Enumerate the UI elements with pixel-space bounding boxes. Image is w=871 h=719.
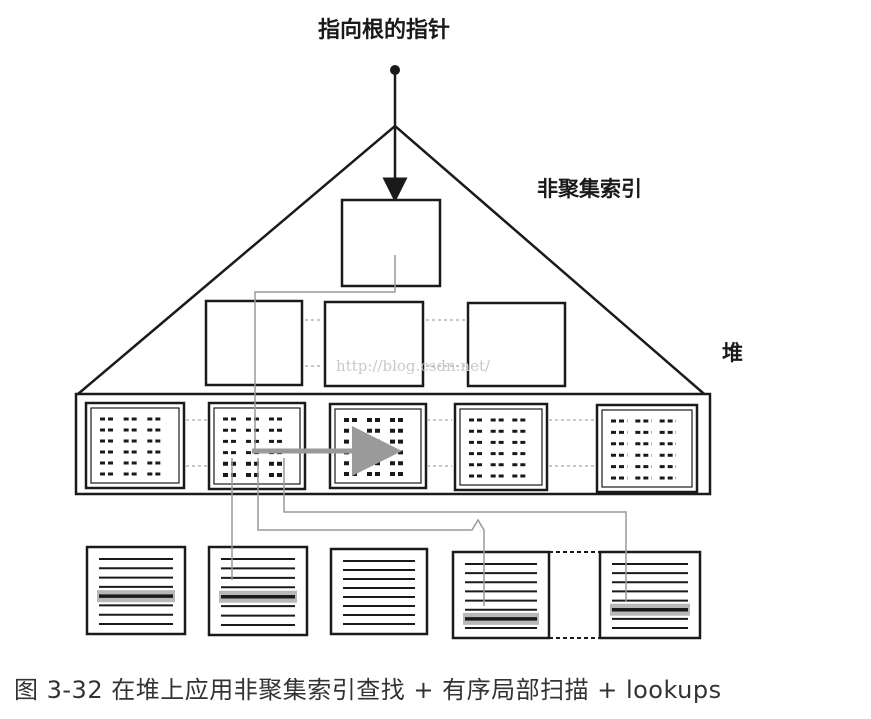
lookup-trace [257,458,485,606]
leaf-page-inner-border [601,409,693,488]
index-intermediate-page [204,299,304,387]
seek-path-trace [254,255,396,450]
heap-page [329,547,429,636]
lookup-trace [283,458,627,602]
nonclustered-index-label: 非聚集索引 [537,177,642,201]
leaf-page-inner-border [459,408,543,486]
leaf-pages [84,401,699,494]
heap-label: 堆 [722,341,743,365]
index-intermediate-page [466,301,567,388]
figure-caption: 图 3-32 在堆上应用非聚集索引查找 + 有序局部扫描 + lookups [14,676,722,704]
index-root-page [340,198,442,288]
root-pointer-label: 指向根的指针 [318,18,451,43]
index-triangle [77,124,711,400]
leaf-page-inner-border [334,408,422,484]
watermark: http://blog.csdn.net/ [336,357,491,375]
index-intermediate-page [323,300,425,388]
leaf-page-inner-border [90,407,180,484]
leaf-page-inner-border [213,407,301,485]
heap-page [598,550,702,640]
heap-pages [85,545,702,640]
